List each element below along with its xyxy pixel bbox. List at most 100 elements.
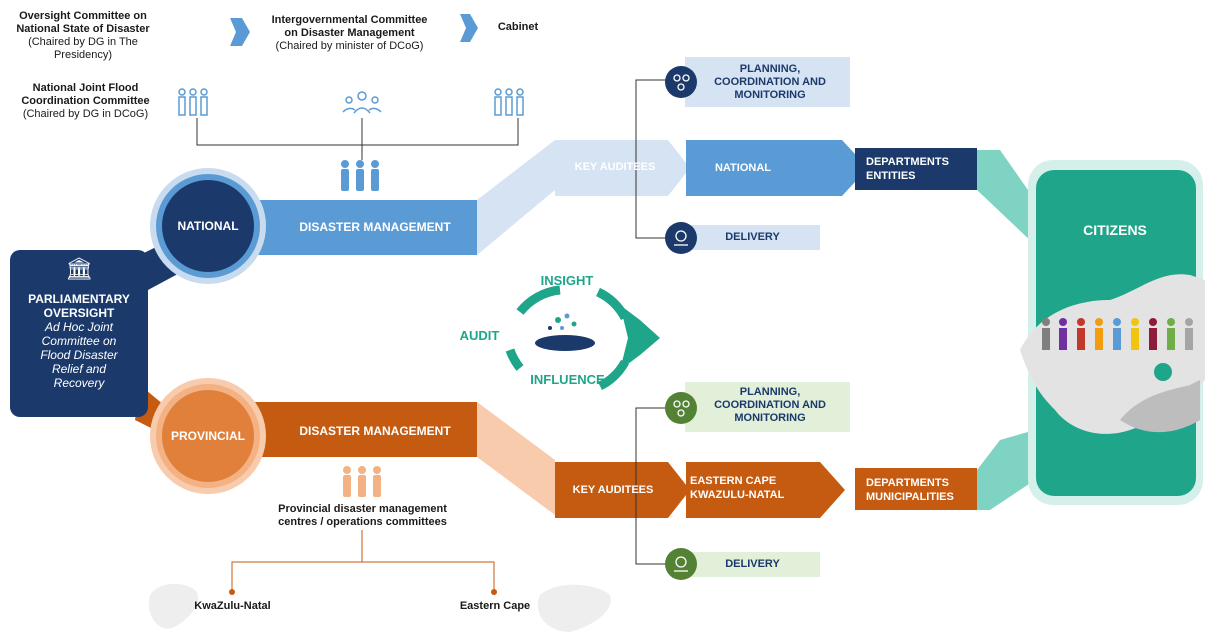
national-delivery-label: DELIVERY [725,231,780,243]
national-delivery-icon-circle [665,222,697,254]
provincial-circle: PROVINCIAL [162,390,254,482]
provincial-planning-line2: COORDINATION AND [714,399,826,411]
provincial-centres-line2: centres / operations committees [278,516,447,528]
provincial-delivery-box [685,552,820,577]
bank-icon: 🏛 [65,256,93,281]
national-circle-label: NATIONAL [177,219,239,233]
provincial-departments-box [855,468,977,510]
national-arrow-label: NATIONAL [714,162,771,174]
oversight-committee: Oversight Committee on National State of… [8,10,158,62]
provincial-arrow-line1: EASTERN CAPE [690,475,777,487]
intergov-sub1: (Chaired by minister of DCoG) [275,40,424,52]
kzn-label: KwaZulu-Natal [194,600,271,612]
citizens-label: CITIZENS [1083,222,1147,238]
provincial-planning-line3: MONITORING [734,412,806,424]
parliament-sub5: Recovery [53,376,105,390]
provincial-arrow-label: EASTERN CAPE KWAZULU-NATAL [690,474,815,502]
provincial-planning-line1: PLANNING, [739,386,801,398]
provincial-departments-line1: DEPARTMENTS [866,477,949,489]
national-key-auditees-label: KEY AUDITEES [574,161,656,173]
committee-connector-line [196,118,519,146]
njfcc-sub1: (Chaired by DG in DCoG) [22,108,149,120]
provincial-arrow [686,462,845,518]
national-arrow [686,140,868,196]
national-planning-box [685,57,850,107]
provincial-departments-line2: MUNICIPALITIES [866,491,954,503]
provinces-connector-line [231,561,495,590]
national-departments-box [855,148,977,190]
citizens-people-icon [1042,318,1193,350]
provincial-planning-box [685,382,850,432]
provincial-departments-label: DEPARTMENTS MUNICIPALITIES [866,476,976,504]
header-arrow-1 [230,18,250,46]
provincial-delivery-label: DELIVERY [725,558,780,570]
national-tree-line [635,79,683,239]
parliament-title2: OVERSIGHT [43,306,115,320]
intergov-committee: Intergovernmental Committee on Disaster … [252,14,447,53]
committee-people-icon-1 [178,88,208,116]
national-delivery-box [685,225,820,250]
hand-gear-icon-provincial [674,556,688,572]
national-planning-line1: PLANNING, [739,63,801,75]
national-band-slope [477,140,555,255]
national-planning-line2: COORDINATION AND [714,76,826,88]
national-teal-connector [977,150,1035,245]
national-key-auditees-shape [555,140,690,196]
cycle-insight-label: INSIGHT [540,273,594,288]
parliament-sub3: Flood Disaster [40,348,118,362]
cycle-arrow-head [620,305,660,370]
national-planning-line3: MONITORING [734,89,806,101]
oversight-line2: National State of Disaster [16,23,150,35]
provincial-tree-line [635,407,683,565]
provincial-band-slope [477,402,555,515]
njfcc-line1: National Joint Flood [32,82,139,94]
cycle-influence-label: INFLUENCE [530,372,605,387]
provincial-key-auditees-label: KEY AUDITEES [572,484,654,496]
audit-logo-icon [535,335,595,351]
parliamentary-oversight-box: 🏛 PARLIAMENTARY OVERSIGHT Ad Hoc Joint C… [10,250,148,417]
provincial-planning-icon-circle [665,392,697,424]
cabinet-label: Cabinet [497,21,539,33]
provincial-planning-label: PLANNING, COORDINATION AND MONITORING [700,386,840,425]
parliament-sub2: Committee on [41,334,117,348]
national-circle: NATIONAL [162,180,254,272]
oversight-sub2: Presidency) [53,49,113,61]
kzn-map-icon [148,583,199,629]
parliament-sub1: Ad Hoc Joint [44,320,114,334]
national-band-label: DISASTER MANAGEMENT [299,220,451,234]
provincial-key-auditees-shape [555,462,690,518]
committee-people-icon-3 [494,88,524,116]
national-band [255,200,477,255]
provincial-centres-label: Provincial disaster management centres /… [255,503,470,529]
network-icon-provincial [673,400,690,417]
parliament-sub4: Relief and [51,362,107,376]
provincial-people-icon [343,466,381,497]
national-people-icon [341,160,379,191]
committee-people-icon-2 [342,91,382,114]
header-arrow-2 [460,14,478,42]
intergov-line2: on Disaster Management [284,27,415,39]
national-planning-label: PLANNING, COORDINATION AND MONITORING [700,63,840,102]
cycle-arc-top-left [516,285,561,315]
ec-map-icon [537,584,611,632]
provincial-centres-line1: Provincial disaster management [278,503,447,515]
provincial-band [255,402,477,457]
network-icon [673,74,690,91]
intergov-line1: Intergovernmental Committee [271,14,428,26]
hand-gear-icon [674,230,688,246]
oversight-sub1: (Chaired by DG in The [28,36,138,48]
provincial-teal-connector [977,430,1035,510]
njfcc-committee: National Joint Flood Coordination Commit… [8,82,163,121]
oversight-line1: Oversight Committee on [19,10,147,22]
national-departments-line2: ENTITIES [866,170,916,182]
parliament-title1: PARLIAMENTARY [28,292,130,306]
provincial-band-label: DISASTER MANAGEMENT [299,424,451,438]
provincial-circle-label: PROVINCIAL [170,429,245,443]
cycle-audit-label: AUDIT [459,328,500,343]
provincial-delivery-icon-circle [665,548,697,580]
national-departments-label: DEPARTMENTS ENTITIES [866,155,976,183]
national-planning-icon-circle [665,66,697,98]
njfcc-line2: Coordination Committee [21,95,150,107]
ec-label: Eastern Cape [459,600,531,612]
